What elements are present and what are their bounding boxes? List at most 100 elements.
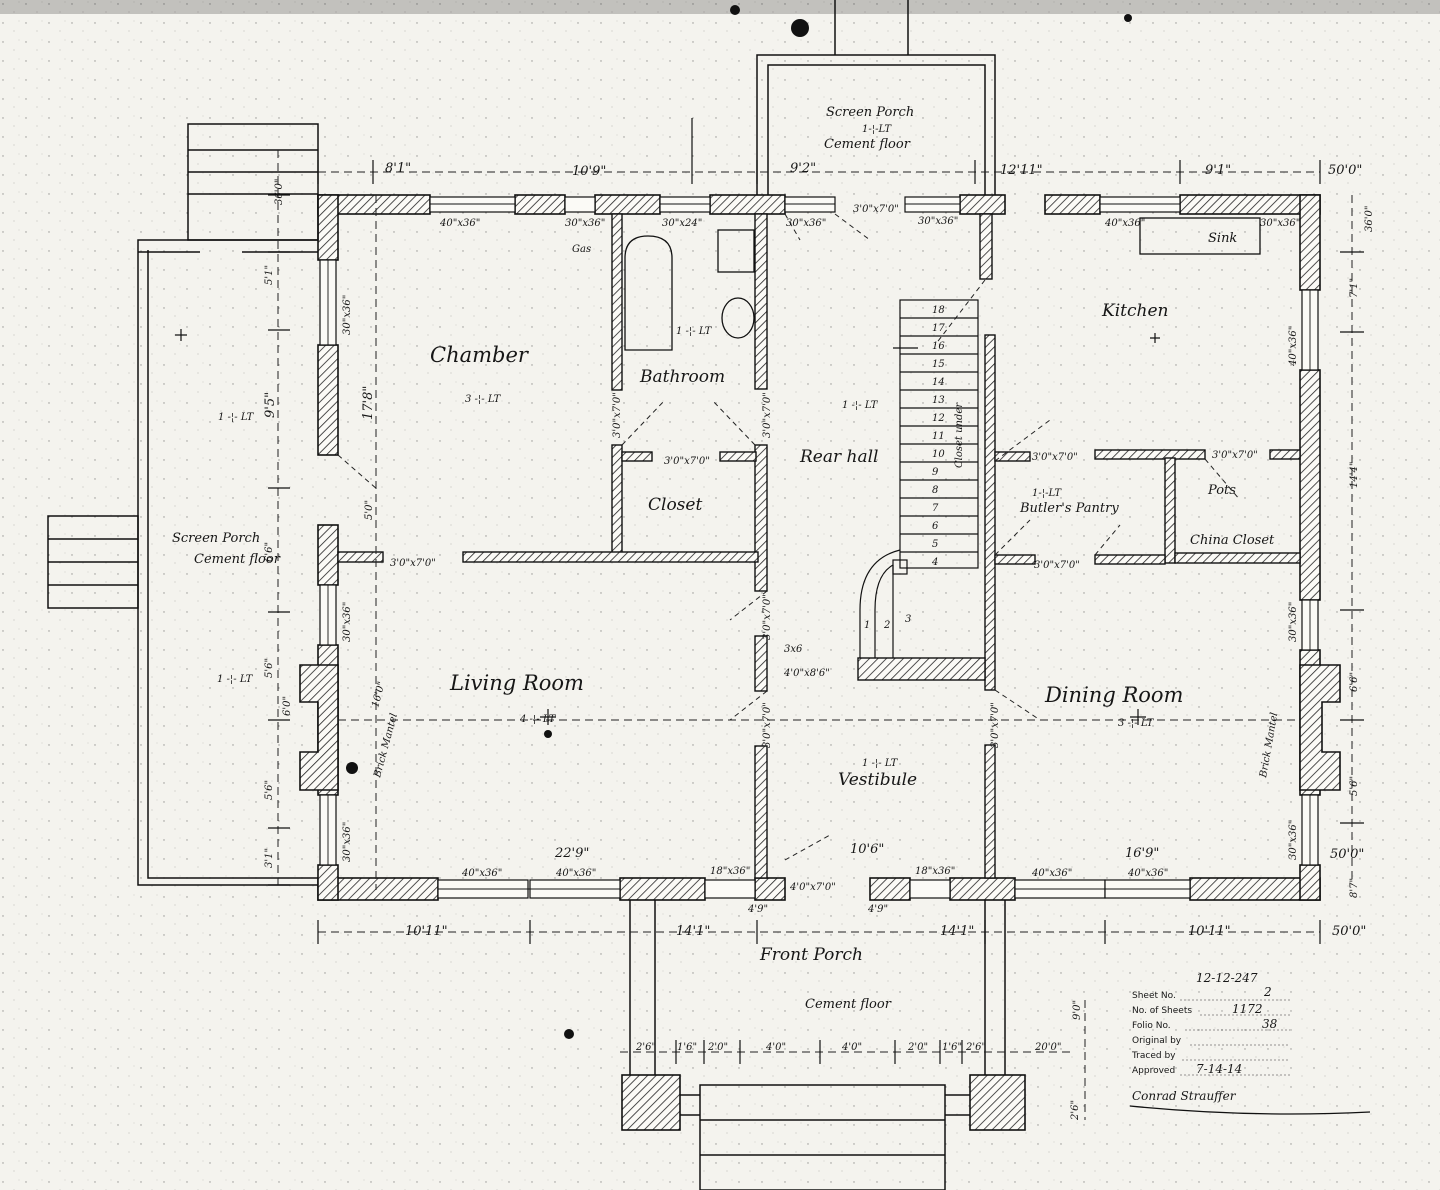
front-porch-label: Front Porch: [759, 945, 863, 965]
window-label-7: 30"x36": [342, 295, 353, 335]
butlers-pantry-label: Butler's Pantry: [1019, 501, 1119, 516]
right-dim-3: 6'6": [1349, 672, 1360, 692]
window-label-11: 18"x36": [710, 866, 750, 877]
closet-label: Closet: [648, 495, 702, 515]
step-14: 14: [932, 377, 945, 388]
dimension-lines: [277, 150, 1353, 1120]
interior-dim-1: 22'9": [554, 846, 589, 861]
step-15: 15: [932, 359, 945, 370]
step-8: 8: [932, 485, 938, 496]
porch-dim-7: 1'6": [942, 1042, 962, 1053]
window-label-18: 30"x36": [565, 218, 605, 229]
of-sheets-value: 1172: [1232, 1002, 1263, 1016]
folio-value: 38: [1262, 1017, 1278, 1031]
right-dim-4: 5'6": [1349, 776, 1360, 796]
window-label-6: 40"x36": [461, 868, 502, 879]
top-edge-smudge: [0, 0, 1440, 14]
screen-porch-west-light-2: 1 -¦- LT: [217, 674, 254, 685]
door-label-4: 3'0"x7'0": [1212, 450, 1258, 461]
window-label-10: 40"x36": [1127, 868, 1168, 879]
right-dim-1: 7'1": [1349, 278, 1360, 298]
window-label-5: 40"x36": [1104, 218, 1145, 229]
door-label-2: 3'0"x7'0": [664, 456, 710, 467]
rear-hall-label: Rear hall: [799, 447, 878, 467]
right-dim-2: 14'4": [1349, 462, 1360, 488]
window-label-4: 30"x36": [918, 216, 958, 227]
dining-room-label: Dining Room: [1044, 683, 1183, 707]
porch-dimensions: 2'6" 1'6" 2'0" 4'0" 4'0" 2'0" 1'6" 2'6" …: [635, 1042, 1061, 1053]
title-block: 12-12-247 Sheet No. 2 No. of Sheets 1172…: [1129, 971, 1371, 1115]
bottom-dim-1: 10'11": [405, 924, 448, 939]
vestibule-light: 1 -¦- LT: [862, 758, 899, 769]
left-dim-4: 17'8": [361, 386, 376, 420]
step-1: 1: [864, 620, 870, 631]
step-12: 12: [932, 413, 945, 424]
step-13: 13: [932, 395, 945, 406]
top-dim-3: 9'2": [790, 161, 816, 176]
misc-marks: 4'9" 4'9" 3x6: [747, 644, 888, 915]
butlers-pantry-light: 1-¦-LT: [1032, 488, 1062, 499]
left-dim-10: 3'1": [264, 848, 275, 868]
bottom-dim-3: 14'1": [940, 924, 974, 939]
screen-porch-north-label: Screen Porch: [826, 105, 914, 120]
step-3: 3: [905, 614, 911, 625]
gas-label: Gas: [572, 244, 591, 255]
door-label-10: 3'0"x7'0": [762, 702, 773, 748]
kitchen-label: Kitchen: [1101, 301, 1168, 321]
window-label-16: 30"x36": [1288, 820, 1299, 860]
sheet-label: Sheet No.: [1132, 991, 1176, 1001]
original-label: Original by: [1132, 1036, 1182, 1046]
door-label-5: 3'0"x7'0": [1034, 560, 1080, 571]
interior-dim-3: 16'9": [1125, 846, 1159, 861]
door-size-labels: 3'0"x7'0" 3'0"x7'0" 3'0"x7'0" 3'0"x7'0" …: [390, 204, 1258, 893]
top-dim-2: 10'9": [572, 164, 606, 179]
step-9: 9: [932, 467, 939, 478]
top-dim-1: 8'1": [385, 161, 411, 176]
window-label-1: 40"x36": [439, 218, 480, 229]
window-size-labels: 40"x36" 30"x24" 30"x36" 30"x36" 40"x36" …: [342, 216, 1300, 879]
screen-porch-north-floor: Cement floor: [824, 137, 911, 152]
window-label-13: 40"x36": [1031, 868, 1072, 879]
left-dim-7: 5'6": [264, 658, 275, 678]
left-dim-3: 9'5": [263, 392, 278, 418]
porch-piers: [621, 1074, 1026, 1131]
chamber-label: Chamber: [430, 343, 530, 367]
top-dimensions: 8'1" 10'9" 9'2" 12'11" 9'1" 50'0": [385, 161, 1362, 179]
bathroom-fixtures: [624, 229, 755, 351]
step-6: 6: [932, 521, 939, 532]
vestibule-label: Vestibule: [838, 770, 917, 790]
screen-porch-west-label: Screen Porch: [172, 531, 260, 546]
rear-hall-light: 1 -¦- LT: [842, 400, 879, 411]
step-17: 17: [932, 323, 945, 334]
front-porch-floor: Cement floor: [805, 997, 892, 1012]
right-dim-6: 8'7": [1349, 878, 1360, 898]
chamber-light: 3 -¦- LT: [465, 394, 502, 405]
top-dim-total: 50'0": [1328, 163, 1362, 178]
window-label-9: 40"x36": [555, 868, 596, 879]
porch-dim-total: 20'0": [1034, 1042, 1061, 1053]
step-11: 11: [932, 431, 945, 442]
step-16: 16: [932, 341, 945, 352]
interior-dimensions: 22'9" 10'6" 16'9" 9'0" 2'6": [554, 842, 1159, 1121]
left-dim-1: 36'0": [274, 179, 285, 205]
dining-room-light: 3 -¦- LT: [1118, 718, 1155, 729]
signature: Conrad Strauffer: [1132, 1089, 1237, 1103]
door-label-7: 3'0"x7'0": [612, 392, 623, 438]
china-closet-label: China Closet: [1190, 533, 1275, 548]
porch-outlines: [47, 0, 1006, 1190]
door-label-9: 3'0"x7'0": [762, 594, 773, 640]
right-dim-7: 36'0": [1364, 206, 1375, 232]
step-18: 18: [932, 305, 945, 316]
step-2: 2: [883, 620, 890, 631]
porch-dim-2: 1'6": [677, 1042, 697, 1053]
bottom-dim-2: 14'1": [676, 924, 710, 939]
window-mullions: [327, 203, 1311, 890]
window-label-14: 40"x36": [1288, 326, 1299, 367]
misc-mark-3: 3x6: [784, 644, 803, 655]
porch-dim-6: 2'0": [907, 1042, 928, 1053]
door-label-6: 3'0"x7'0": [390, 558, 436, 569]
bottom-dimensions: 10'11" 14'1" 14'1" 10'11" 50'0": [405, 924, 1366, 939]
dimension-ticks: [268, 118, 1364, 1064]
stair: [859, 299, 979, 658]
